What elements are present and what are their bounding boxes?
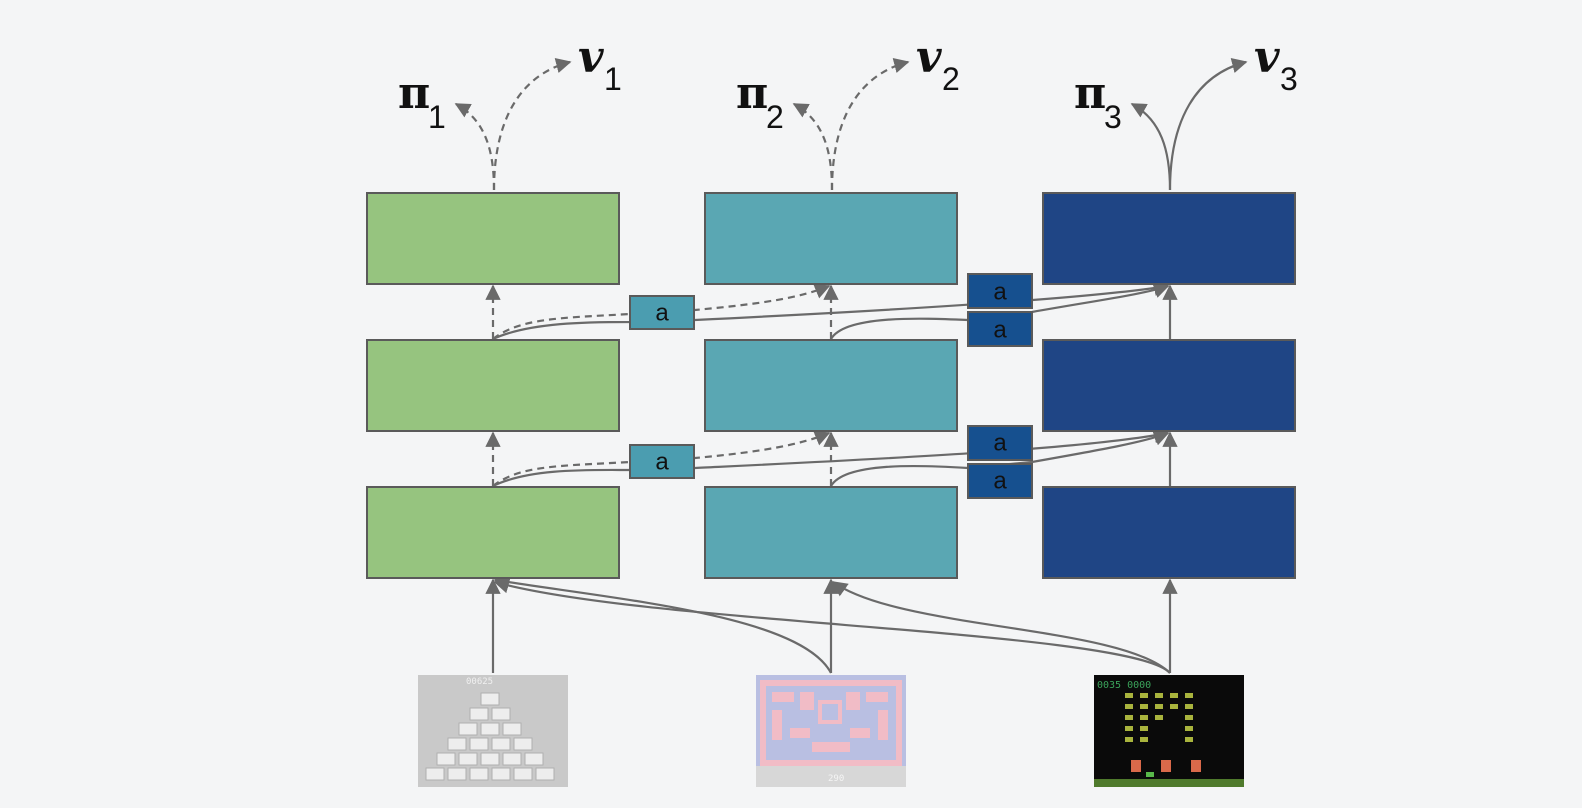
adapter-label: a	[993, 430, 1007, 457]
col1-value-label: v 1	[578, 32, 622, 97]
policy-subscript: 3	[1104, 99, 1122, 135]
adapter-col1-upper: a	[629, 295, 695, 330]
qbert-game-frame: 00625	[418, 675, 568, 787]
value-symbol: v	[1254, 32, 1280, 83]
column-3	[1042, 192, 1296, 579]
mspacman-game-frame: 290	[756, 675, 906, 787]
col1-policy-label: π 1	[398, 68, 446, 135]
mspacman-score: 290	[828, 774, 844, 784]
policy-subscript: 1	[428, 99, 446, 135]
adapter-col2-upper-a: a	[967, 273, 1033, 309]
adapter-col2-lower-a: a	[967, 425, 1033, 461]
adapter-label: a	[655, 300, 669, 327]
col3-value-label: v 3	[1254, 32, 1298, 97]
adapter-col2-upper-b: a	[967, 311, 1033, 347]
column-2	[704, 192, 958, 579]
policy-subscript: 2	[766, 99, 784, 135]
col2-value-label: v 2	[916, 32, 960, 97]
col3-policy-label: π 3	[1074, 68, 1122, 135]
value-subscript: 3	[1280, 61, 1298, 97]
space-invaders-score: 0035 0000	[1097, 680, 1151, 691]
adapter-label: a	[993, 279, 1007, 306]
policy-symbol: π	[398, 68, 430, 119]
col1-layer-3	[366, 192, 620, 285]
column-1	[366, 192, 620, 579]
col2-policy-arrow	[792, 103, 834, 191]
col2-value-arrow	[830, 58, 910, 191]
col3-layer-2	[1042, 339, 1296, 432]
value-subscript: 1	[604, 61, 622, 97]
col1-value-arrow	[492, 58, 572, 191]
col3-value-arrow	[1168, 58, 1248, 191]
policy-symbol: π	[736, 68, 768, 119]
value-symbol: v	[916, 32, 942, 83]
adapter-col1-lower: a	[629, 444, 695, 479]
value-subscript: 2	[942, 61, 960, 97]
col3-layer-1	[1042, 486, 1296, 579]
lateral-col1-to-col3-upper	[492, 280, 1170, 340]
value-symbol: v	[578, 32, 604, 83]
policy-symbol: π	[1074, 68, 1106, 119]
adapter-label: a	[993, 468, 1007, 495]
adapter-col2-lower-b: a	[967, 463, 1033, 499]
qbert-score: 00625	[466, 677, 493, 687]
col2-layer-1	[704, 486, 958, 579]
input3-to-col1-arrow	[493, 578, 1171, 674]
col1-policy-arrow	[454, 103, 496, 191]
lateral-col1-to-col3-lower	[492, 428, 1170, 487]
adapter-label: a	[655, 449, 669, 476]
col2-layer-3	[704, 192, 958, 285]
col3-policy-arrow	[1130, 103, 1172, 191]
col2-policy-label: π 2	[736, 68, 784, 135]
adapter-label: a	[993, 317, 1007, 344]
space-invaders-game-frame: 0035 0000	[1094, 675, 1244, 787]
col3-layer-3	[1042, 192, 1296, 285]
input3-to-col2-arrow	[831, 581, 1171, 674]
col1-layer-2	[366, 339, 620, 432]
col1-layer-1	[366, 486, 620, 579]
col2-layer-2	[704, 339, 958, 432]
